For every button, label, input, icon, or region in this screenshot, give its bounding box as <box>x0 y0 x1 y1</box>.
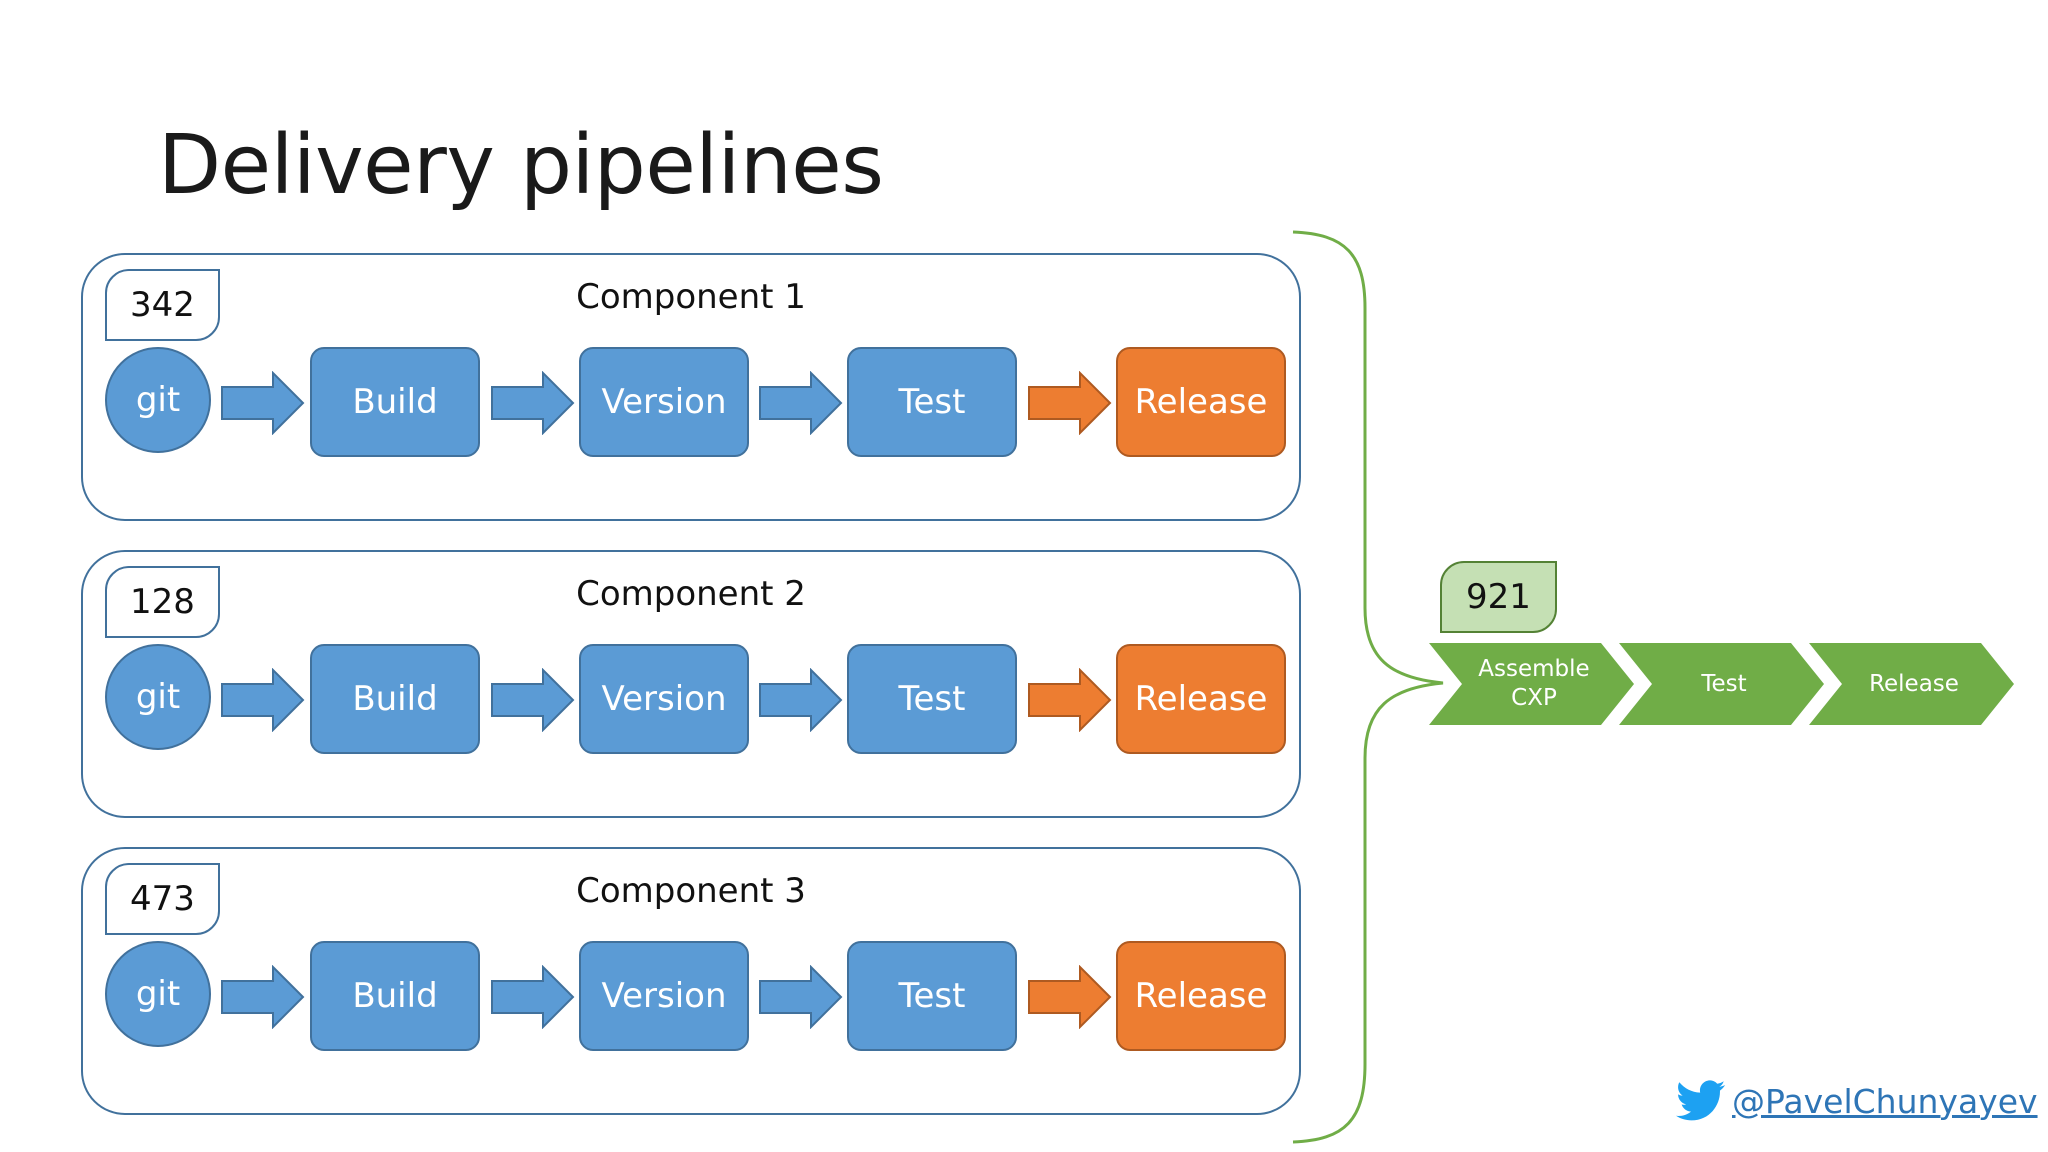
arrow-right-icon <box>491 965 575 1029</box>
release-step: Release <box>1116 644 1286 754</box>
arrow-right-icon <box>221 371 305 435</box>
component-title: Component 3 <box>576 871 806 911</box>
component-panel-3: Component 3 473 git Build Version Test R… <box>81 847 1301 1115</box>
arrow-right-icon <box>1028 371 1112 435</box>
twitter-credit: @PavelChunyayev <box>1676 1076 2038 1126</box>
chevron-test-stage <box>1619 643 1824 725</box>
component-panel-2: Component 2 128 git Build Version Test R… <box>81 550 1301 818</box>
arrow-right-icon <box>759 371 843 435</box>
test-step: Test <box>847 347 1017 457</box>
test-stage-label: Test <box>1701 670 1747 697</box>
release-step: Release <box>1116 941 1286 1051</box>
twitter-bird-icon <box>1676 1080 1726 1121</box>
arrow-right-icon <box>1028 668 1112 732</box>
git-source-node: git <box>105 644 211 750</box>
product-build-count-tag: 921 <box>1440 561 1557 633</box>
build-step: Build <box>310 644 480 754</box>
assemble-stage-label: Assemble CXP <box>1478 656 1590 711</box>
arrow-right-icon <box>221 965 305 1029</box>
build-step: Build <box>310 347 480 457</box>
arrow-right-icon <box>491 668 575 732</box>
curly-brace-connector <box>1292 230 1444 1144</box>
git-source-node: git <box>105 347 211 453</box>
release-step: Release <box>1116 347 1286 457</box>
release-stage-label: Release <box>1869 670 1959 697</box>
arrow-right-icon <box>221 668 305 732</box>
arrow-right-icon <box>759 668 843 732</box>
git-source-node: git <box>105 941 211 1047</box>
arrow-right-icon <box>1028 965 1112 1029</box>
chevron-assemble-stage <box>1429 643 1634 725</box>
version-step: Version <box>579 941 749 1051</box>
chevron-release-stage <box>1809 643 2014 725</box>
slide-title: Delivery pipelines <box>158 118 884 213</box>
build-step: Build <box>310 941 480 1051</box>
test-step: Test <box>847 941 1017 1051</box>
build-count-tag: 128 <box>105 566 220 638</box>
version-step: Version <box>579 644 749 754</box>
component-title: Component 2 <box>576 574 806 614</box>
arrow-right-icon <box>491 371 575 435</box>
test-step: Test <box>847 644 1017 754</box>
component-title: Component 1 <box>576 277 806 317</box>
build-count-tag: 473 <box>105 863 220 935</box>
component-panel-1: Component 1 342 git Build Version Test R… <box>81 253 1301 521</box>
build-count-tag: 342 <box>105 269 220 341</box>
version-step: Version <box>579 347 749 457</box>
twitter-handle-link[interactable]: @PavelChunyayev <box>1732 1081 2038 1121</box>
arrow-right-icon <box>759 965 843 1029</box>
